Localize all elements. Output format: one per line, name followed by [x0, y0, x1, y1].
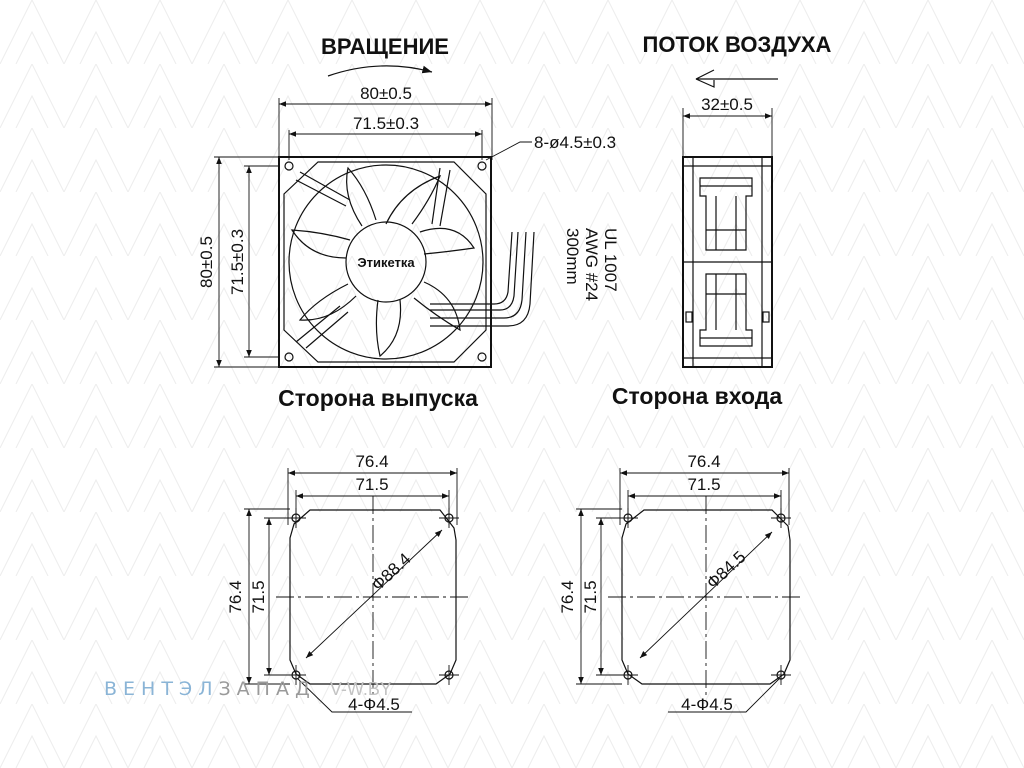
br-holes: 4-Ф4.5 [681, 695, 733, 714]
outlet-mount-drawing: 76.4 71.5 76.4 71.5 Ф88.4 4-Ф4.5 [226, 452, 470, 714]
bl-dim-inner-height: 71.5 [249, 580, 268, 613]
hole-leader [485, 141, 532, 161]
brand-watermark: ВЕНТЭЛЗАПАД V-W.BY [104, 678, 392, 700]
brand-site: V-W.BY [329, 679, 392, 699]
inlet-mount-drawing: 76.4 71.5 76.4 71.5 Ф84.5 4-Ф4.5 [558, 452, 804, 714]
outlet-side-view: ВРАЩЕНИЕ 80±0.5 71.5±0.3 8-ø4.5±0.3 80±0… [197, 34, 620, 411]
inlet-caption: Сторона входа [612, 383, 782, 409]
br-dim-inner-height: 71.5 [581, 580, 600, 613]
label-text: Этикетка [357, 255, 415, 270]
fan-frame [278, 156, 492, 368]
bl-mount-holes [286, 508, 459, 685]
br-mount-holes [618, 508, 791, 685]
bl-diameter: Ф88.4 [368, 549, 415, 594]
bl-holes-leader [297, 678, 412, 713]
airflow-arrow-icon [695, 69, 778, 80]
dim-outer-width: 80±0.5 [360, 84, 412, 103]
rotation-arrow-icon [327, 65, 433, 77]
br-dim-outer-height: 76.4 [558, 580, 577, 613]
inlet-side-view: ПОТОК ВОЗДУХА 32±0.5 Сторона входа [612, 32, 832, 409]
fan-blades [290, 166, 476, 358]
bl-dim-inner-width: 71.5 [355, 475, 388, 494]
wire-spec-length: 300mm [563, 228, 582, 285]
dim-depth: 32±0.5 [701, 95, 753, 114]
rotation-title: ВРАЩЕНИЕ [321, 34, 449, 59]
bl-diameter-line [305, 529, 443, 659]
dim-holes: 8-ø4.5±0.3 [534, 133, 616, 152]
bl-cutout-outline [289, 509, 457, 685]
br-diameter: Ф84.5 [703, 547, 750, 592]
bl-dim-outer-width: 76.4 [355, 452, 388, 471]
airflow-title: ПОТОК ВОЗДУХА [643, 32, 832, 57]
dim-inner-height: 71.5±0.3 [228, 229, 247, 295]
dim-outer-height: 80±0.5 [197, 236, 216, 288]
wire-spec-ul: UL 1007 [601, 228, 620, 292]
fan-opening [288, 164, 484, 360]
brand-part1: ВЕНТЭЛ [104, 678, 219, 700]
fan-hub [345, 221, 427, 303]
bl-holes: 4-Ф4.5 [348, 695, 400, 714]
bl-dim-outer-height: 76.4 [226, 580, 245, 613]
br-cutout-outline [621, 509, 791, 685]
br-dim-outer-width: 76.4 [687, 452, 720, 471]
dim-inner-width: 71.5±0.3 [353, 114, 419, 133]
fan-wires [430, 231, 513, 305]
brand-part2: ЗАПАД [218, 678, 316, 700]
outlet-caption: Сторона выпуска [278, 385, 478, 411]
br-holes-leader [668, 678, 780, 713]
br-diameter-line [639, 531, 773, 659]
br-dim-inner-width: 71.5 [687, 475, 720, 494]
wire-spec-awg: AWG #24 [582, 228, 601, 301]
